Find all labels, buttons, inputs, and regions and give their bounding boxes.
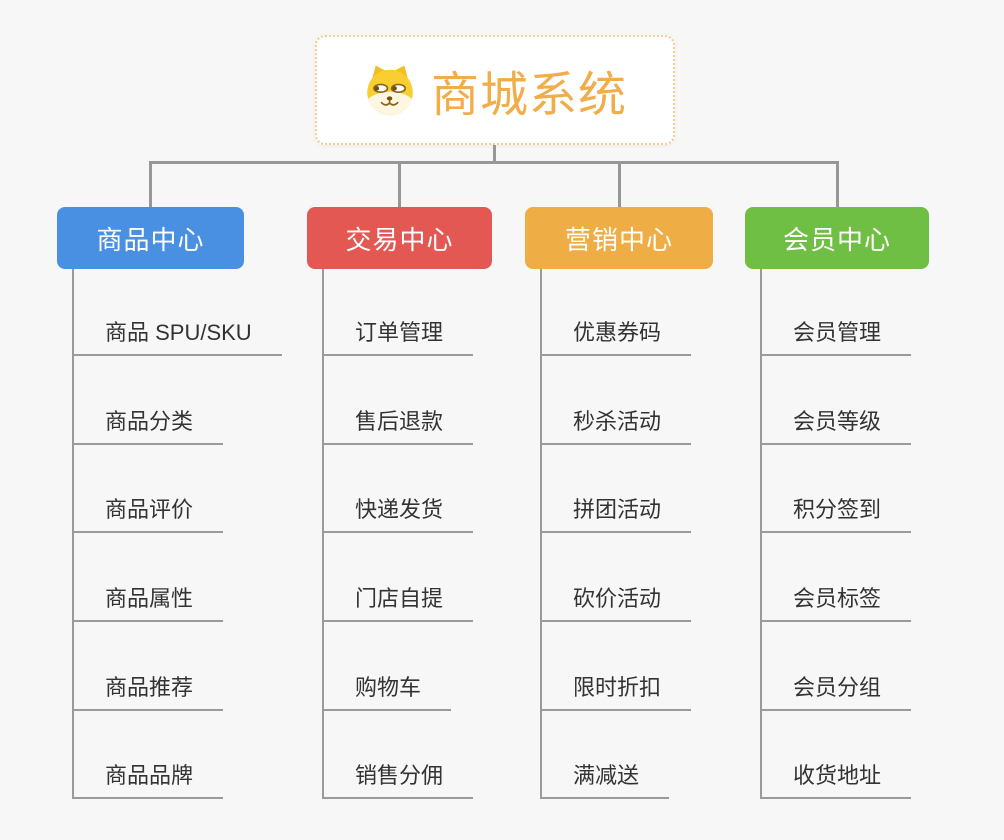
connector-children-vertical — [540, 269, 542, 799]
leaf-node[interactable]: 收货地址 — [760, 763, 912, 799]
leaf-node[interactable]: 会员等级 — [760, 409, 912, 445]
leaf-node[interactable]: 门店自提 — [322, 586, 474, 622]
branch-node-1[interactable]: 交易中心 — [307, 207, 492, 269]
leaf-node[interactable]: 满减送 — [540, 763, 670, 799]
branch-label: 会员中心 — [782, 224, 891, 255]
connector-branch-drop — [618, 161, 621, 208]
branch-node-2[interactable]: 营销中心 — [525, 207, 713, 269]
connector-branch-drop — [398, 161, 401, 208]
leaf-node[interactable]: 限时折扣 — [540, 675, 692, 711]
root-node[interactable]: 商城系统 — [315, 35, 675, 145]
leaf-node[interactable]: 订单管理 — [322, 320, 474, 356]
doge-icon — [367, 65, 413, 116]
branch-node-3[interactable]: 会员中心 — [745, 207, 929, 269]
connector-bus-horizontal — [149, 161, 839, 164]
leaf-node[interactable]: 快递发货 — [322, 497, 474, 533]
leaf-node[interactable]: 售后退款 — [322, 409, 474, 445]
leaf-node[interactable]: 商品推荐 — [72, 675, 224, 711]
leaf-node[interactable]: 秒杀活动 — [540, 409, 692, 445]
leaf-node[interactable]: 优惠券码 — [540, 320, 692, 356]
leaf-node[interactable]: 商品分类 — [72, 409, 224, 445]
connector-children-vertical — [322, 269, 324, 799]
leaf-node[interactable]: 会员标签 — [760, 586, 912, 622]
connector-root-vertical — [493, 145, 496, 162]
branch-label: 交易中心 — [345, 224, 454, 255]
branch-label: 营销中心 — [564, 224, 673, 255]
leaf-node[interactable]: 商品品牌 — [72, 763, 224, 799]
leaf-node[interactable]: 商品 SPU/SKU — [72, 320, 282, 356]
leaf-node[interactable]: 砍价活动 — [540, 586, 692, 622]
leaf-node[interactable]: 会员分组 — [760, 675, 912, 711]
connector-children-vertical — [760, 269, 762, 799]
leaf-node[interactable]: 拼团活动 — [540, 497, 692, 533]
connector-children-vertical — [72, 269, 74, 799]
leaf-node[interactable]: 销售分佣 — [322, 763, 474, 799]
leaf-node[interactable]: 商品评价 — [72, 497, 224, 533]
leaf-node[interactable]: 购物车 — [322, 675, 452, 711]
root-title: 商城系统 — [430, 69, 627, 122]
connector-branch-drop — [836, 161, 839, 208]
leaf-node[interactable]: 会员管理 — [760, 320, 912, 356]
branch-label: 商品中心 — [96, 224, 205, 255]
branch-node-0[interactable]: 商品中心 — [57, 207, 244, 269]
connector-branch-drop — [149, 161, 152, 208]
leaf-node[interactable]: 积分签到 — [760, 497, 912, 533]
leaf-node[interactable]: 商品属性 — [72, 586, 224, 622]
